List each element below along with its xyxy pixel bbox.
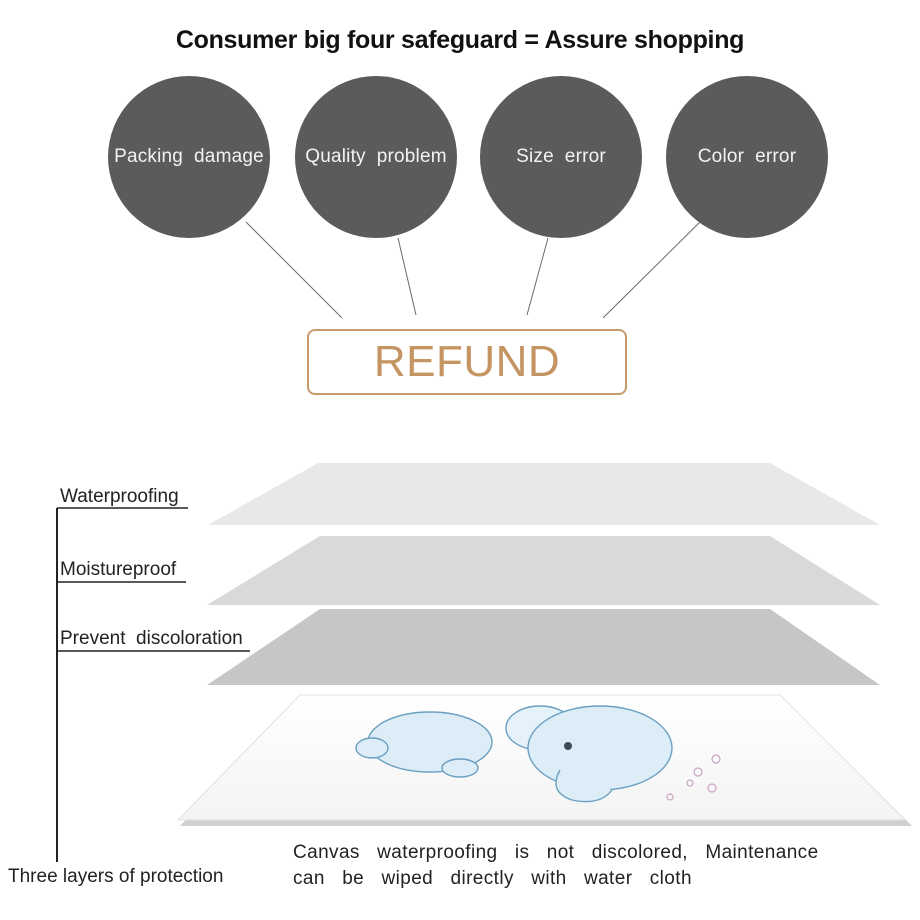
safeguard-label: Color error — [697, 146, 797, 167]
layer-moistureproof — [207, 536, 880, 605]
safeguard-color-error: Color error — [666, 76, 828, 238]
page-title: Consumer big four safeguard = Assure sho… — [175, 26, 745, 54]
layer-discoloration — [207, 609, 880, 685]
caption-line-2: can be wiped directly with water cloth — [293, 868, 692, 889]
safeguard-label: Size error — [516, 146, 606, 167]
three-layers-label: Three layers of protection — [8, 866, 224, 887]
canvas-caption: Canvas waterproofing is not discolored, … — [293, 840, 819, 892]
safeguard-packing-damage: Packing damage — [108, 76, 270, 238]
refund-label: REFUND — [373, 337, 561, 386]
layer-label-waterproofing: Waterproofing — [60, 486, 179, 507]
bubble-dots — [666, 754, 721, 801]
layer-waterproofing — [208, 463, 880, 525]
elephant-illustration — [355, 705, 673, 803]
safeguard-label: Quality problem — [305, 146, 447, 167]
refund-box: REFUND — [307, 329, 627, 395]
layer-label-moistureproof: Moistureproof — [60, 559, 177, 580]
safeguard-size-error: Size error — [480, 76, 642, 238]
safeguard-label: Packing damage — [114, 146, 264, 167]
layer-label-discoloration: Prevent discoloration — [60, 628, 243, 649]
caption-line-1: Canvas waterproofing is not discolored, … — [293, 842, 819, 863]
safeguard-quality-problem: Quality problem — [295, 76, 457, 238]
